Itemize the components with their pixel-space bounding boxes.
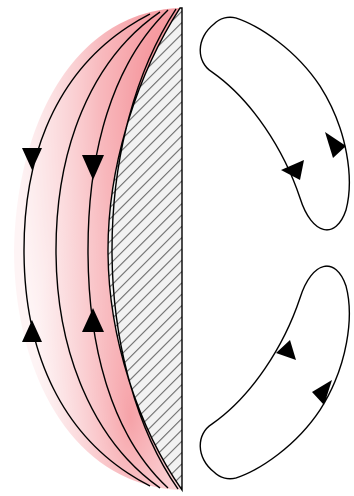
- loop-lower: [200, 266, 349, 479]
- loop-upper: [200, 17, 349, 230]
- right-loops: [200, 17, 349, 479]
- arrowhead-right-icon: [312, 380, 332, 405]
- arrowhead-left-icon: [276, 340, 296, 360]
